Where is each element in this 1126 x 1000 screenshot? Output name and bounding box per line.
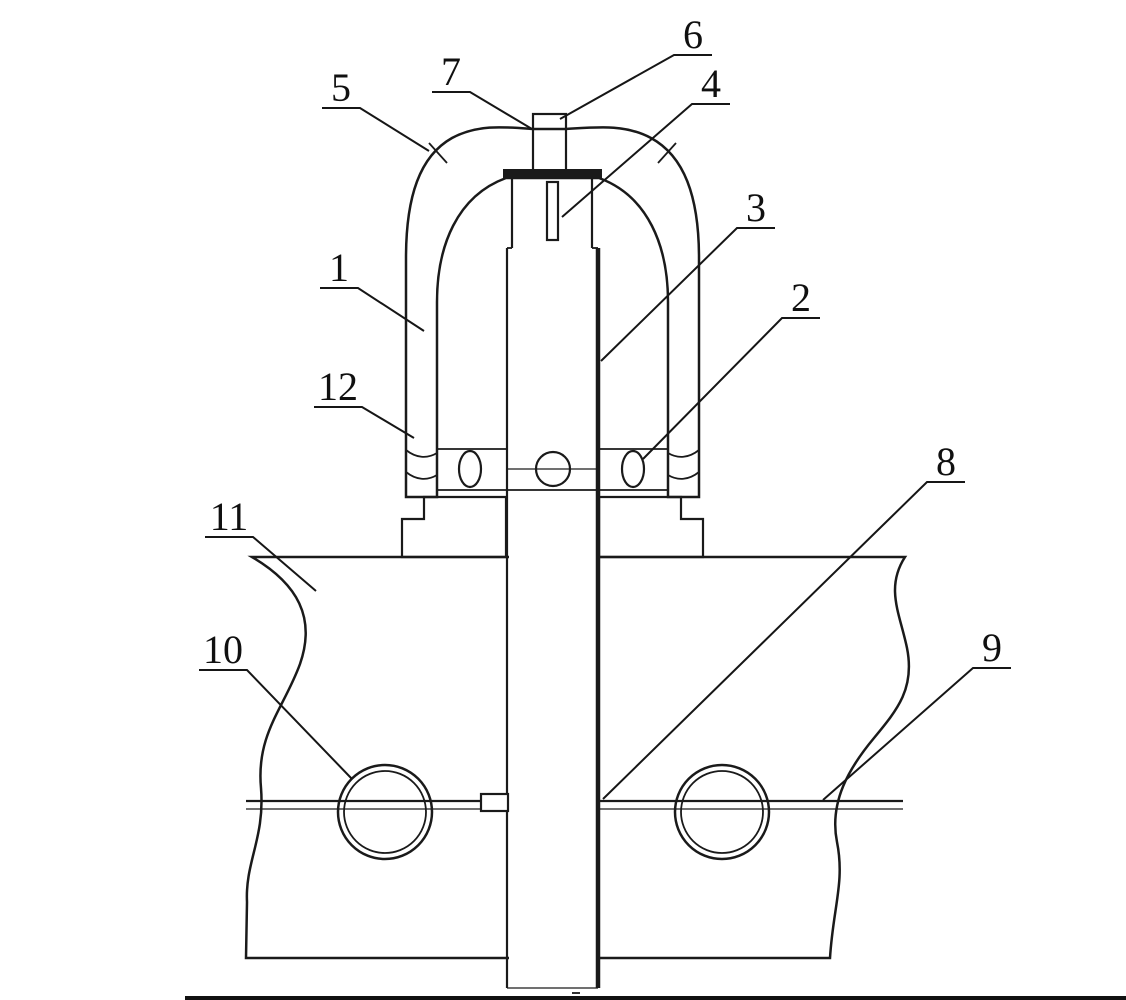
anchor-hole-right (673, 763, 771, 861)
ground-hatch-region (244, 555, 911, 960)
bolt-holes-row (437, 448, 668, 491)
callout-7: 7 (432, 49, 533, 130)
callout-label-7: 7 (441, 49, 461, 94)
leader-line-11 (205, 536, 317, 592)
leader-line-6 (559, 54, 712, 120)
callout-6: 6 (559, 12, 712, 120)
callout-12: 12 (314, 364, 415, 439)
callout-8: 8 (602, 439, 965, 800)
center-hole (534, 450, 572, 488)
wall-groove-right-2 (667, 471, 700, 480)
callout-2: 2 (642, 275, 820, 460)
callout-11: 11 (205, 494, 317, 592)
leader-line-10 (199, 669, 353, 780)
anchor-hole-left-inner-ring (343, 770, 427, 854)
dome-ear-left (428, 142, 448, 164)
leader-line-2 (642, 317, 820, 460)
callout-5: 5 (322, 65, 430, 152)
flange-right-block (597, 495, 705, 559)
callout-label-10: 10 (203, 627, 243, 672)
central-tube (479, 169, 602, 994)
dome-wall-section (404, 126, 701, 499)
callout-label-4: 4 (701, 61, 721, 106)
leader-line-8 (602, 481, 965, 800)
callouts: 1 2 3 4 5 6 7 8 (199, 12, 1011, 801)
leader-line-7 (432, 91, 533, 130)
callout-label-1: 1 (329, 245, 349, 290)
dome-ear-right (657, 142, 677, 164)
scan-artifact-line (185, 996, 1126, 1000)
flange-left-block (400, 495, 508, 559)
wall-groove-left-1 (405, 449, 438, 458)
callout-label-6: 6 (683, 12, 703, 57)
wall-groove-right-1 (667, 449, 700, 458)
callout-label-2: 2 (791, 275, 811, 320)
callout-3: 3 (600, 185, 775, 362)
side-hole-left (457, 449, 483, 489)
tube-interior (509, 176, 596, 988)
callout-9: 9 (822, 625, 1011, 801)
leader-line-3 (600, 227, 775, 362)
callout-label-8: 8 (936, 439, 956, 484)
top-pin (531, 112, 568, 174)
leader-line-4 (561, 103, 730, 218)
leader-line-9 (822, 667, 1011, 801)
dome-cap (404, 126, 701, 499)
side-hole-right (620, 449, 646, 489)
leader-line-5 (322, 107, 430, 152)
inner-slot (545, 180, 560, 242)
callout-label-9: 9 (982, 625, 1002, 670)
anchor-hole-left (336, 763, 434, 861)
callout-label-11: 11 (210, 494, 249, 539)
callout-label-3: 3 (746, 185, 766, 230)
wall-groove-left-2 (405, 471, 438, 480)
leader-line-1 (320, 287, 425, 332)
leader-line-12 (314, 406, 415, 439)
callout-label-5: 5 (331, 65, 351, 110)
tube-top-cap (503, 169, 602, 178)
anchor-hole-right-inner-ring (680, 770, 764, 854)
callout-4: 4 (561, 61, 730, 218)
callout-1: 1 (320, 245, 425, 332)
callout-label-12: 12 (318, 364, 358, 409)
callout-10: 10 (199, 627, 353, 780)
tube-side-clip (479, 792, 510, 813)
